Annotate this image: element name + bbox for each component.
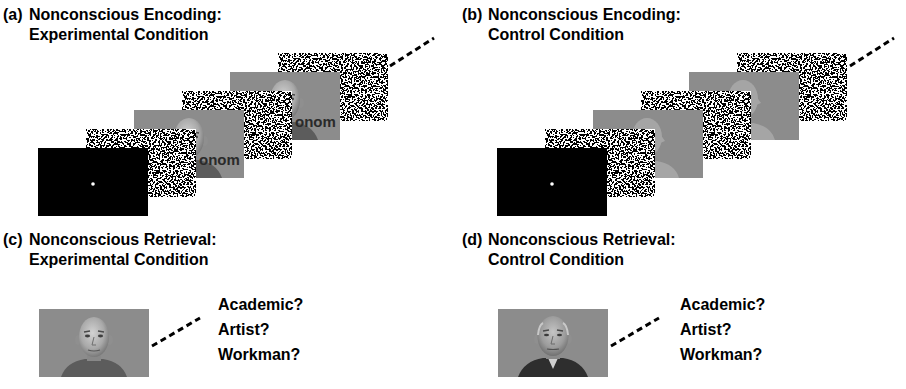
panel-letter: (b) <box>462 5 482 25</box>
time-line <box>611 318 659 346</box>
time-line <box>850 38 894 66</box>
answer-option: Workman? <box>680 345 762 365</box>
answer-option: Artist? <box>218 320 270 340</box>
time-line <box>390 38 434 66</box>
panel-heading: Nonconscious Encoding: Control Condition <box>488 5 683 45</box>
frame-sequence <box>38 53 388 216</box>
face-word: onom <box>199 152 240 168</box>
panel-letter: (a) <box>3 5 23 25</box>
panel-letter: (d) <box>462 230 482 250</box>
panel-letter: (c) <box>3 230 23 250</box>
answer-option: Academic? <box>218 295 303 315</box>
answer-option: Artist? <box>680 320 732 340</box>
panel-heading: Nonconscious Retrieval: Control Conditio… <box>488 230 678 270</box>
face-word: onom <box>295 114 336 130</box>
frame-sequence <box>497 53 847 216</box>
answer-option: Academic? <box>680 295 765 315</box>
panel-heading: Nonconscious Retrieval: Experimental Con… <box>29 230 219 270</box>
answer-option: Workman? <box>218 345 300 365</box>
fixation-frame <box>497 148 607 216</box>
fixation-frame <box>38 148 148 216</box>
time-line <box>152 318 200 346</box>
panel-heading: Nonconscious Encoding: Experimental Cond… <box>29 5 224 45</box>
face-frame <box>498 309 608 377</box>
face-frame <box>39 309 149 377</box>
